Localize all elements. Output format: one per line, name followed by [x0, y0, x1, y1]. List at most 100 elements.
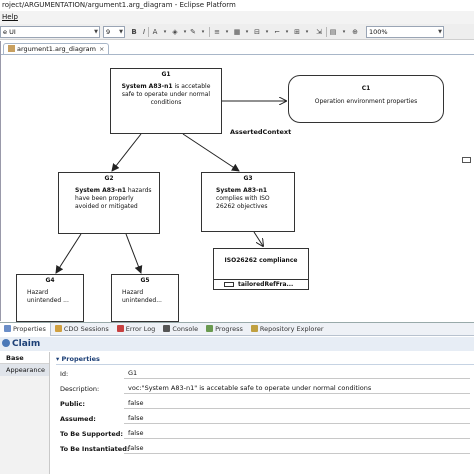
section-header[interactable]: ▾ Properties [56, 354, 474, 365]
goal-node-g5[interactable]: G5 Hazard unintended... [111, 274, 179, 322]
line-color-icon[interactable]: ✎ [190, 28, 196, 36]
zoom-value: 100% [369, 28, 388, 36]
dropdown-icon[interactable]: ▾ [183, 29, 187, 35]
node-id: G3 [243, 175, 253, 182]
solution-node-iso26262[interactable]: ISO26262 compliance tailoredRefFra... [213, 248, 309, 290]
property-row-id: Id: G1 [56, 367, 474, 380]
toolbar-separator [209, 27, 210, 37]
property-public-field[interactable]: false [124, 397, 470, 409]
node-id: G1 [161, 71, 171, 78]
node-text: System A83-n1 hazards have been properly… [75, 187, 152, 210]
tab-label: argument1.arg_diagram [17, 45, 96, 53]
category-appearance[interactable]: Appearance [0, 364, 49, 376]
size-icon[interactable]: ⊞ [294, 28, 300, 36]
property-row-assumed: Assumed: false [56, 412, 474, 425]
dropdown-icon[interactable]: ▾ [245, 29, 249, 35]
filter-icon[interactable]: ▤ [329, 28, 337, 36]
close-icon[interactable]: × [98, 45, 105, 53]
property-id-field[interactable]: G1 [124, 367, 470, 379]
tab-repository-explorer[interactable]: Repository Explorer [247, 323, 328, 336]
dropdown-icon[interactable]: ▾ [285, 29, 289, 35]
progress-icon [206, 325, 214, 332]
error-log-icon [116, 325, 124, 332]
menu-bar: Help [0, 11, 474, 24]
node-id: G2 [104, 175, 114, 182]
arrange-icon[interactable]: ▦ [233, 28, 241, 36]
goal-node-g3[interactable]: G3 System A83-n1 complies with ISO 26262… [201, 172, 295, 232]
font-size-select[interactable]: 9 ▼ [103, 26, 125, 38]
solution-title: ISO26262 compliance [224, 257, 298, 264]
edge-g3-solution [253, 231, 263, 246]
properties-section: ▾ Properties Id: G1 Description: voc:"Sy… [56, 354, 474, 474]
font-color-icon[interactable]: A [152, 28, 158, 36]
package-icon [224, 282, 234, 287]
property-label: To Be Supported: [60, 430, 123, 438]
category-base[interactable]: Base [0, 352, 49, 364]
property-row-public: Public: false [56, 397, 474, 410]
node-text: System A83-n1 is accetable safe to opera… [121, 83, 211, 106]
console-icon [163, 325, 171, 332]
property-description-field[interactable]: voc:"System A83-n1" is accetable safe to… [124, 382, 470, 394]
properties-category-tabs: Base Appearance [0, 352, 50, 474]
property-label: Description: [60, 385, 100, 393]
line-style-icon[interactable]: ≡ [214, 28, 220, 36]
italic-icon[interactable]: I [142, 28, 146, 36]
align-icon[interactable]: ⊟ [254, 28, 260, 36]
property-row-to-be-instantiated: To Be Instantiated: false [56, 442, 474, 455]
dropdown-icon[interactable]: ▾ [201, 29, 205, 35]
dropdown-icon[interactable]: ▾ [163, 29, 167, 35]
node-text: System A83-n1 complies with ISO 26262 ob… [216, 187, 270, 210]
property-assumed-field[interactable]: false [124, 412, 470, 424]
dropdown-icon[interactable]: ▾ [265, 29, 269, 35]
toolbar-separator [326, 27, 327, 37]
tab-cdo-sessions[interactable]: CDO Sessions [51, 323, 113, 336]
tab-error-log[interactable]: Error Log [113, 323, 160, 336]
goal-node-g4[interactable]: G4 Hazard unintended ... [16, 274, 84, 322]
diagram-editor: argument1.arg_diagram× G1 System A83-n1 … [0, 41, 474, 322]
node-text: Operation environment properties [314, 98, 418, 105]
property-label: Public: [60, 400, 85, 408]
tab-console[interactable]: Console [159, 323, 202, 336]
bold-icon[interactable]: B [131, 28, 137, 36]
diagram-file-icon [8, 45, 15, 52]
tab-progress[interactable]: Progress [202, 323, 247, 336]
tab-properties[interactable]: Properties [0, 323, 51, 336]
font-size-value: 9 [106, 28, 111, 36]
node-id: G4 [45, 277, 55, 284]
diagram-canvas[interactable]: G1 System A83-n1 is accetable safe to op… [1, 54, 474, 322]
context-node-c1[interactable]: C1 Operation environment properties [288, 75, 444, 123]
font-family-select[interactable]: e UI ▼ [0, 26, 100, 38]
claim-icon [2, 339, 10, 347]
properties-icon [4, 325, 11, 332]
palette-toggle-icon[interactable] [462, 157, 471, 163]
property-row-to-be-supported: To Be Supported: false [56, 427, 474, 440]
property-to-be-supported-field[interactable]: false [124, 427, 470, 439]
property-to-be-instantiated-field[interactable]: false [124, 442, 470, 454]
node-id: G5 [140, 277, 150, 284]
dropdown-icon[interactable]: ▾ [305, 29, 309, 35]
node-id: C1 [361, 85, 371, 92]
dropdown-icon[interactable]: ▾ [342, 29, 346, 35]
toolbar-separator [148, 27, 149, 37]
auto-size-icon[interactable]: ⇲ [316, 28, 322, 36]
zoom-icon[interactable]: ⊕ [352, 28, 358, 36]
chevron-down-icon: ▼ [438, 29, 442, 35]
fill-color-icon[interactable]: ◈ [172, 28, 178, 36]
window-title: roject/ARGUMENTATION/argument1.arg_diagr… [0, 0, 474, 11]
goal-node-g1[interactable]: G1 System A83-n1 is accetable safe to op… [110, 68, 222, 134]
edge-label-asserted-context: AssertedContext [230, 128, 292, 136]
edge-g1-g2 [111, 133, 142, 172]
edge-g2-g5 [125, 233, 143, 274]
goal-node-g2[interactable]: G2 System A83-n1 hazards have been prope… [58, 172, 160, 234]
property-label: Id: [60, 370, 69, 378]
tab-argument1-diagram[interactable]: argument1.arg_diagram× [3, 43, 110, 54]
dropdown-icon[interactable]: ▾ [225, 29, 229, 35]
route-icon[interactable]: ⌐ [274, 28, 280, 36]
menu-help[interactable]: Help [2, 13, 18, 21]
property-label: Assumed: [60, 415, 96, 423]
node-text: Hazard unintended... [122, 289, 162, 304]
zoom-select[interactable]: 100% ▼ [366, 26, 444, 38]
cdo-sessions-icon [54, 325, 62, 332]
